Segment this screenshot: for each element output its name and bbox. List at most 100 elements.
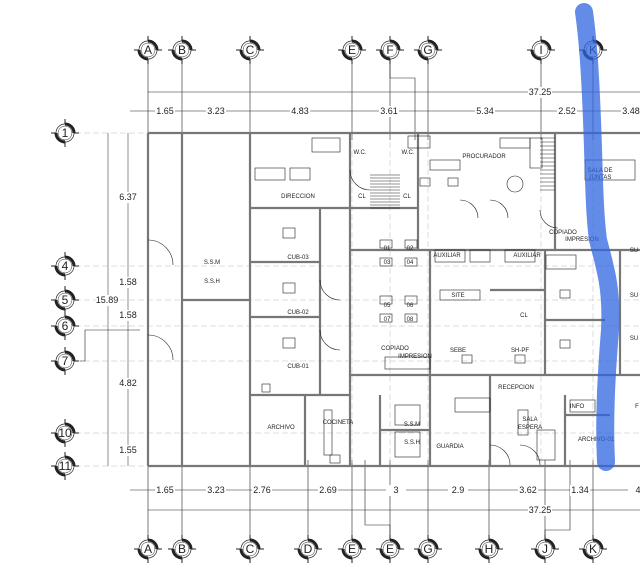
room-label: ARCHIVO-01 <box>578 437 615 443</box>
grid-bubble-label: 10 <box>58 426 72 440</box>
grid-bubble-bottom: D <box>294 535 322 563</box>
furniture-item <box>447 177 459 187</box>
room-label: ESPERA <box>518 425 542 431</box>
furniture-item <box>499 137 531 149</box>
room-label: S.S.H <box>404 440 420 446</box>
dimension-label: 3.62 <box>519 485 537 495</box>
dimension-label: 4.82 <box>119 378 137 388</box>
room-label: DIRECCION <box>281 194 315 200</box>
furniture-item <box>559 339 571 349</box>
dimension-label: 3 <box>393 485 398 495</box>
grid-bubble-label: E <box>348 542 356 556</box>
room-label: PROCURADOR <box>462 154 506 160</box>
grid-bubble-label: B <box>178 43 186 57</box>
furniture-item <box>536 429 556 461</box>
grid-bubble-label: 7 <box>62 354 69 368</box>
grid-bubble-label: C <box>246 43 255 57</box>
grid-bubble-bottom: J <box>531 535 559 563</box>
grid-bubble-bottom: G <box>414 535 442 563</box>
grid-bubble-top: I <box>527 36 555 64</box>
grid-bubble-top: E <box>338 36 366 64</box>
furniture-item <box>461 354 473 364</box>
furniture-item <box>379 295 393 305</box>
furniture-item <box>404 295 418 305</box>
dimension-label: 37.25 <box>529 505 552 515</box>
workstation-number: 08 <box>407 317 414 323</box>
round-table <box>506 175 524 193</box>
room-label: IMPRESION <box>565 237 599 243</box>
grid-bubble-row: 10 <box>51 419 79 447</box>
furniture-item <box>404 239 418 249</box>
grid-bubble-row: 1 <box>51 119 79 147</box>
room-label: IMPRESION <box>398 354 432 360</box>
grid-bubble-label: E <box>348 43 356 57</box>
grid-bubble-label: 1 <box>62 126 69 140</box>
furniture-item <box>504 249 536 263</box>
furniture-item <box>282 282 296 294</box>
room-label: W.C. <box>402 150 415 156</box>
room-label: CUB-01 <box>287 364 309 370</box>
furniture-item <box>407 135 431 149</box>
grid-bubble-top: G <box>414 36 442 64</box>
grid-bubble-label: H <box>485 542 494 556</box>
grid-bubble-label: J <box>542 542 548 556</box>
dimension-label: 37.25 <box>529 87 552 97</box>
workstation-number: 04 <box>407 260 414 266</box>
grid-bubble-top: B <box>168 36 196 64</box>
grid-bubble-top: F <box>376 36 404 64</box>
grid-bubble-label: A <box>144 542 152 556</box>
dimension-label: 2.69 <box>319 485 337 495</box>
grid-bubble-label: 6 <box>62 319 69 333</box>
dimension-label: 1.34 <box>571 485 589 495</box>
furniture-item <box>289 167 311 181</box>
furniture-item <box>454 397 491 413</box>
room-label: ARCHIVO <box>267 425 295 431</box>
furniture-item <box>394 404 421 426</box>
furniture-item <box>261 383 271 393</box>
room-label: F <box>635 404 639 410</box>
workstation-number: 02 <box>407 246 414 252</box>
grid-bubble-bottom: B <box>168 535 196 563</box>
workstation-number: 07 <box>384 317 391 323</box>
room-label: SALA <box>522 417 537 423</box>
furniture-item <box>517 409 529 436</box>
dimension-label: 1.58 <box>119 310 137 320</box>
furniture-item <box>311 137 341 153</box>
grid-bubble-bottom: C <box>236 535 264 563</box>
furniture-item <box>379 257 393 267</box>
dimension-label: 6.37 <box>119 192 137 202</box>
grid-bubble-row: 6 <box>51 312 79 340</box>
furniture-item <box>379 239 393 249</box>
furniture-item <box>394 431 421 458</box>
furniture-item <box>419 177 431 187</box>
workstation-number: 06 <box>407 303 414 309</box>
room-label: CL <box>403 194 411 200</box>
dimension-label: 3.48 <box>622 106 640 116</box>
furniture-item <box>559 289 571 299</box>
furniture-item <box>404 313 418 323</box>
room-label: AUXILIAR <box>433 253 461 259</box>
grid-bubble-label: F <box>386 43 393 57</box>
grid-bubble-row: 5 <box>51 286 79 314</box>
furniture-item <box>514 354 526 364</box>
furniture-item <box>545 254 577 270</box>
grid-bubble-label: 4 <box>62 259 69 273</box>
grid-bubble-label: D <box>304 542 313 556</box>
room-label: SEBE <box>450 348 466 354</box>
room-label: SITE <box>451 293 464 299</box>
dimension-label: 1.55 <box>119 445 137 455</box>
room-label: GUARDIA <box>436 444 463 450</box>
grid-bubble-bottom: E <box>376 535 404 563</box>
workstation-number: 01 <box>384 246 391 252</box>
room-label: W.C. <box>354 150 367 156</box>
furniture-item <box>469 249 491 263</box>
grid-bubble-label: I <box>539 43 542 57</box>
grid-bubble-top: C <box>236 36 264 64</box>
room-label: CUB-03 <box>287 255 309 261</box>
dimension-label: 3.23 <box>207 485 225 495</box>
grid-bubble-row: 11 <box>51 452 79 480</box>
furniture-item <box>404 257 418 267</box>
room-label: CL <box>520 313 528 319</box>
